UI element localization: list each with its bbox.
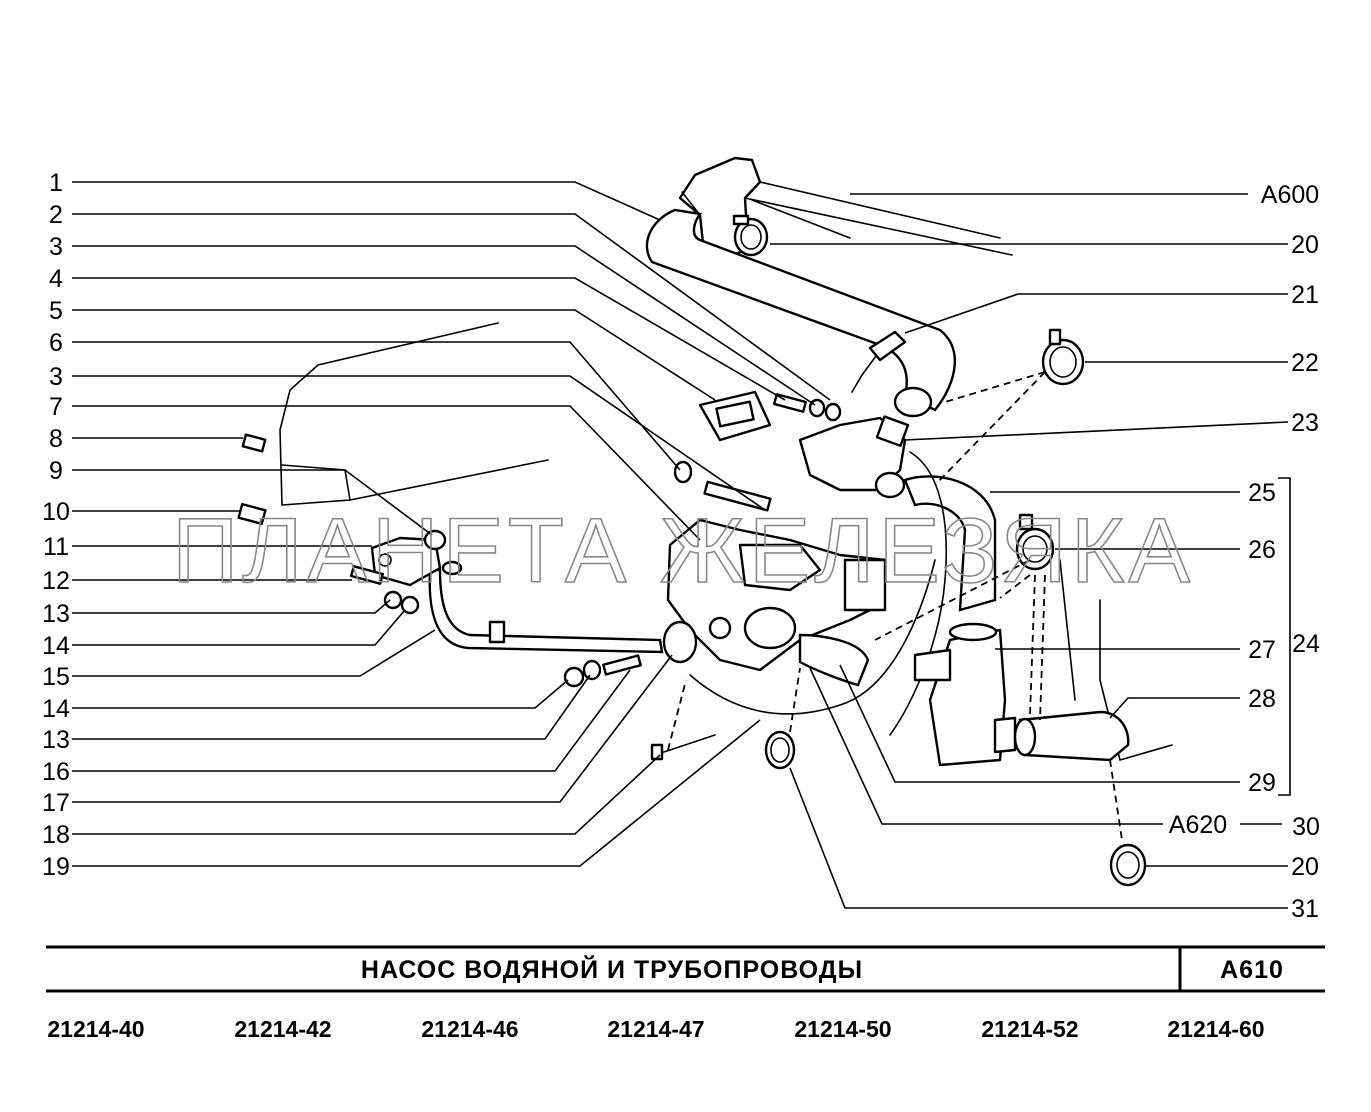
flange-icon (370, 529, 447, 587)
gasket-icon (698, 390, 772, 442)
pipe-end (441, 560, 463, 576)
pipe-bracket (488, 620, 506, 644)
water-pump-icon (666, 518, 887, 672)
callouts-right: A600 20 21 22 23 25 26 24 27 28 29 30 20 31 (1248, 181, 1320, 923)
callout-right-31: 31 (1291, 895, 1319, 923)
thermostat-hose-28 (1018, 710, 1130, 762)
model-number: 21214-60 (1167, 1016, 1264, 1042)
callout-left-16: 16 (42, 758, 70, 786)
hose-clamp-icon (732, 214, 769, 257)
callout-left-4: 4 (49, 265, 63, 293)
callout-left-6: 6 (49, 329, 63, 357)
callout-right-23: 23 (1291, 409, 1319, 437)
heater-outlet-hose (645, 208, 956, 412)
title-block: НАСОС ВОДЯНОЙ И ТРУБОПРОВОДЫ A610 (46, 945, 1325, 993)
callout-a620: A620 (1169, 811, 1227, 839)
model-list: 21214-40 21214-42 21214-46 21214-47 21214-50… (47, 1016, 1264, 1042)
hose-clamp-icon (764, 730, 796, 770)
model-number: 21214-40 (47, 1016, 144, 1042)
hose-clamp-icon (1041, 328, 1085, 386)
hose-end (1013, 717, 1037, 757)
callout-left-17: 17 (42, 789, 70, 817)
callout-left-15: 15 (42, 663, 70, 691)
sensor-fitting (851, 330, 907, 393)
engine-block-outline (279, 322, 1173, 761)
bypass-hose-25 (903, 475, 997, 612)
callout-right-24: 24 (1292, 630, 1320, 658)
callout-left-9: 9 (49, 457, 63, 485)
clamp-screw (654, 734, 716, 756)
callout-right-28: 28 (1248, 685, 1276, 713)
model-number: 21214-46 (421, 1016, 518, 1042)
model-number: 21214-50 (794, 1016, 891, 1042)
callout-left-7: 7 (49, 393, 63, 421)
callout-left-13: 13 (42, 726, 70, 754)
model-number: 21214-47 (607, 1016, 704, 1042)
assembly-arrows (667, 371, 1123, 841)
callout-left-10: 10 (42, 498, 70, 526)
hose-clamp-icon (1109, 843, 1147, 887)
nut-icon (808, 398, 842, 422)
callout-right-20: 20 (1291, 231, 1319, 259)
pump-inlet-hose (798, 633, 870, 687)
callout-left-3: 3 (49, 363, 63, 391)
callout-left-14: 14 (42, 632, 70, 660)
pipe-flange (662, 620, 698, 664)
callout-left-2: 2 (49, 201, 63, 229)
hose-end (893, 386, 933, 418)
clamp-screw-head (650, 743, 664, 761)
nut-icon (383, 590, 602, 688)
callout-right-25: 25 (1248, 479, 1276, 507)
watermark: ПЛАНЕТА ЖЕЛЕЗЯКА (172, 500, 1194, 602)
leader-lines (72, 181, 1291, 909)
model-number: 21214-52 (981, 1016, 1078, 1042)
outlet-pipe-23 (798, 415, 910, 499)
callout-right-29: 29 (1248, 769, 1276, 797)
bolt-icon (237, 433, 384, 585)
diagram-title: НАСОС ВОДЯНОЙ И ТРУБОПРОВОДЫ (361, 954, 863, 984)
heater-unit (678, 156, 1013, 264)
callout-left-8: 8 (49, 425, 63, 453)
callout-right-20: 20 (1291, 853, 1319, 881)
callout-right-A600: A600 (1261, 181, 1319, 209)
callout-left-13: 13 (42, 600, 70, 628)
callout-left-18: 18 (42, 821, 70, 849)
callout-left-14: 14 (42, 695, 70, 723)
callout-right-26: 26 (1248, 536, 1276, 564)
assembly-drawing (237, 156, 1173, 887)
bolt-icon (602, 654, 642, 676)
hose-clamp-icon (1015, 513, 1055, 571)
callout-left-19: 19 (42, 853, 70, 881)
callout-left-3: 3 (49, 233, 63, 261)
callout-left-12: 12 (42, 567, 70, 595)
coolant-pipe-15 (428, 568, 664, 654)
small-hose-line (889, 451, 948, 736)
callout-right-22: 22 (1291, 349, 1319, 377)
callout-left-1: 1 (49, 169, 63, 197)
callout-right-30: 30 (1292, 813, 1320, 841)
heater-return-hose (689, 559, 936, 715)
callout-right-27: 27 (1248, 636, 1276, 664)
callout-right-21: 21 (1291, 281, 1319, 309)
model-number: 21214-42 (234, 1016, 331, 1042)
callout-left-5: 5 (49, 297, 63, 325)
diagram-code: A610 (1220, 956, 1284, 984)
thermostat-icon (913, 622, 1017, 767)
callout-left-11: 11 (43, 533, 69, 561)
